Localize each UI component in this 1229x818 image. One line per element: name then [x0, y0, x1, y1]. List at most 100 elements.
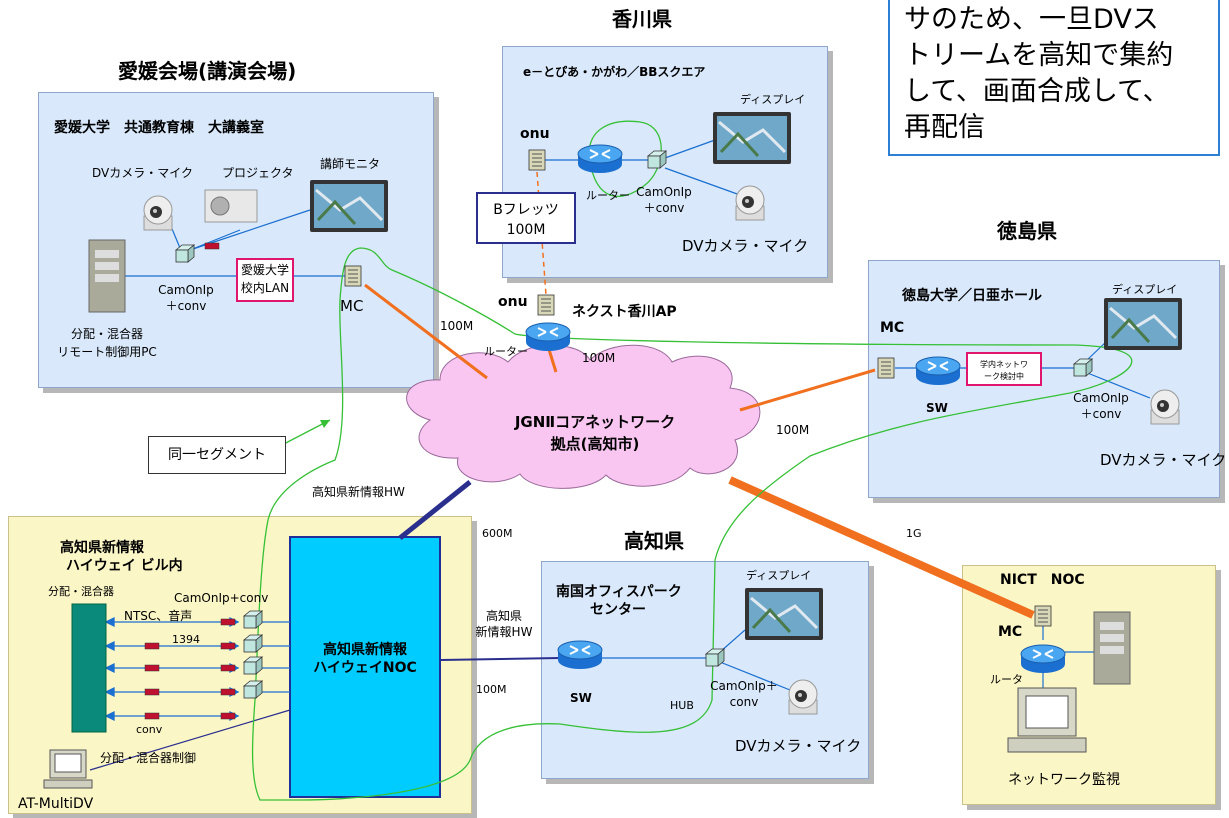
segment-label: 同一セグメント	[168, 447, 266, 463]
link-noc-core	[398, 480, 472, 540]
kagawa-display-icon	[711, 110, 793, 166]
segment-arrow	[279, 419, 331, 447]
nict-router-icon	[1020, 644, 1066, 674]
building-title-1: 高知県新情報	[60, 540, 144, 556]
green-segment-line	[251, 247, 1133, 801]
ehime-mixer-line-1: 分配・混合器	[70, 327, 143, 341]
kochi-title: 高知県	[624, 529, 684, 553]
kagawa-ap-label: ネクスト香川AP	[572, 304, 677, 320]
tokushima-campus-line-2: ーク検討中	[984, 372, 1024, 381]
kagawa-camonip-icon	[647, 150, 667, 169]
noc-line-1: 高知県新情報	[323, 642, 407, 658]
camonip-2-icon	[243, 634, 263, 653]
bflets-line-2: 100M	[506, 222, 546, 238]
kagawa-link-label: 100M	[582, 351, 616, 365]
ehime-monitor-icon	[308, 178, 390, 234]
tokushima-camera-label: DVカメラ・マイク	[1100, 451, 1227, 469]
nict-title: NICT NOC	[1000, 572, 1085, 588]
connector-9-icon	[220, 712, 236, 720]
kagawa-green-loop	[588, 120, 662, 198]
tokushima-sw-label: SW	[926, 401, 948, 415]
mixer-pc-icon	[88, 239, 126, 313]
link-atmulti	[89, 709, 291, 771]
connector-8-icon	[144, 712, 160, 720]
connector-1-icon	[220, 618, 236, 626]
nankoku-sw-icon	[557, 640, 603, 670]
ehime-camonip-line-2: ＋conv	[165, 299, 207, 313]
segment-box: 同一セグメント	[148, 436, 286, 474]
callout-line-3: して、画面合成して、	[904, 76, 1170, 107]
bflets-line-1: Bフレッツ	[493, 202, 559, 218]
nankoku-hw-line-2: 新情報HW	[475, 625, 533, 639]
kagawa-ap-onu-icon	[537, 294, 555, 316]
ehime-title: 愛媛会場(講演会場)	[118, 59, 297, 83]
tokushima-mc-label: MC	[880, 320, 905, 336]
kagawa-camonip-line-1: CamOnIp	[636, 185, 692, 199]
camonip-3-icon	[243, 656, 263, 675]
tokushima-link-label: 100M	[776, 423, 810, 437]
atmulti-pc-icon	[43, 749, 93, 789]
connector-2-icon	[144, 642, 160, 650]
kagawa-camonip-line-2: ＋conv	[643, 201, 685, 215]
nict-server-icon	[1093, 611, 1131, 685]
ehime-mc-label: MC	[340, 297, 364, 315]
building-camonip-label: CamOnIp+conv	[174, 591, 269, 605]
nankoku-camera-icon	[788, 679, 818, 715]
ehime-camonip-line-1: CamOnIp	[158, 283, 214, 297]
nankoku-camonip-line-1: CamOnIp＋	[710, 679, 778, 693]
bflets-box: Bフレッツ 100M	[476, 192, 576, 244]
building-mixer-icon	[71, 603, 107, 733]
tokushima-mc-icon	[877, 357, 895, 379]
nict-router-label: ルータ	[990, 673, 1023, 686]
cloud-shape	[406, 344, 761, 489]
link-tokushima-core	[739, 368, 876, 412]
link-600m-label: 600M	[482, 527, 513, 540]
noc-line-2: ハイウェイNOC	[313, 660, 417, 676]
ehime-lan-box: 愛媛大学 校内LAN	[236, 258, 294, 302]
tokushima-camonip-line-2: ＋conv	[1080, 407, 1122, 421]
tokushima-camonip-line-1: CamOnIp	[1073, 391, 1129, 405]
tokushima-display-label: ディスプレイ	[1112, 283, 1178, 296]
ehime-lan-line-1: 愛媛大学	[240, 263, 289, 277]
building-conv-label: conv	[136, 723, 163, 736]
link-noc-nankoku	[440, 657, 561, 661]
kagawa-ap-router-icon	[525, 322, 571, 352]
nankoku-100m-label: 100M	[476, 683, 507, 696]
ehime-mc-icon	[344, 265, 362, 287]
kagawa-onu-icon	[528, 149, 546, 171]
nankoku-display-icon	[743, 586, 825, 642]
ehime-lan-line-2: 校内LAN	[240, 281, 290, 295]
kochi-hw-label: 高知県新情報HW	[312, 485, 405, 499]
ehime-link-label: 100M	[440, 319, 474, 333]
link-ehime-core	[364, 283, 488, 380]
building-ntsc-label: NTSC、音声	[124, 609, 193, 623]
mixer-arrows	[104, 616, 290, 722]
tokushima-campus-box: 学内ネットワ ーク検討中	[966, 352, 1042, 386]
tokushima-sw-icon	[915, 356, 961, 386]
kagawa-title: 香川県	[612, 7, 672, 31]
nankoku-site-2: センター	[590, 602, 646, 618]
kagawa-site: e－とぴあ・かがわ／BBスクエア	[523, 65, 706, 79]
nankoku-camonip-line-2: conv	[729, 695, 759, 709]
ehime-mixer-line-2: リモート制御用PC	[57, 345, 157, 359]
building-control-label: 分配・混合器制御	[100, 751, 197, 765]
nankoku-camonip-icon	[705, 648, 725, 667]
callout-line-1: サのため、一旦DVス	[904, 4, 1159, 35]
nict-monitor-label: ネットワーク監視	[1008, 772, 1120, 788]
ehime-projector-label: プロジェクタ	[222, 166, 294, 180]
tokushima-title: 徳島県	[997, 219, 1057, 243]
tokushima-display-icon	[1102, 296, 1184, 352]
core-title: JGNⅡコアネットワーク	[514, 413, 676, 431]
ehime-camonip-icon	[175, 244, 195, 263]
nankoku-sw-label: SW	[570, 691, 592, 705]
tokushima-campus-line-1: 学内ネットワ	[980, 360, 1028, 369]
nankoku-camera-label: DVカメラ・マイク	[735, 737, 862, 755]
core-subtitle: 拠点(高知市)	[550, 435, 640, 453]
link-1g-label: 1G	[906, 527, 922, 540]
kagawa-camera-icon	[735, 185, 765, 221]
camonip-1-icon	[243, 610, 263, 629]
atmulti-label: AT-MultiDV	[18, 796, 94, 812]
tokushima-camonip-icon	[1073, 358, 1093, 377]
connector-7-icon	[220, 688, 236, 696]
